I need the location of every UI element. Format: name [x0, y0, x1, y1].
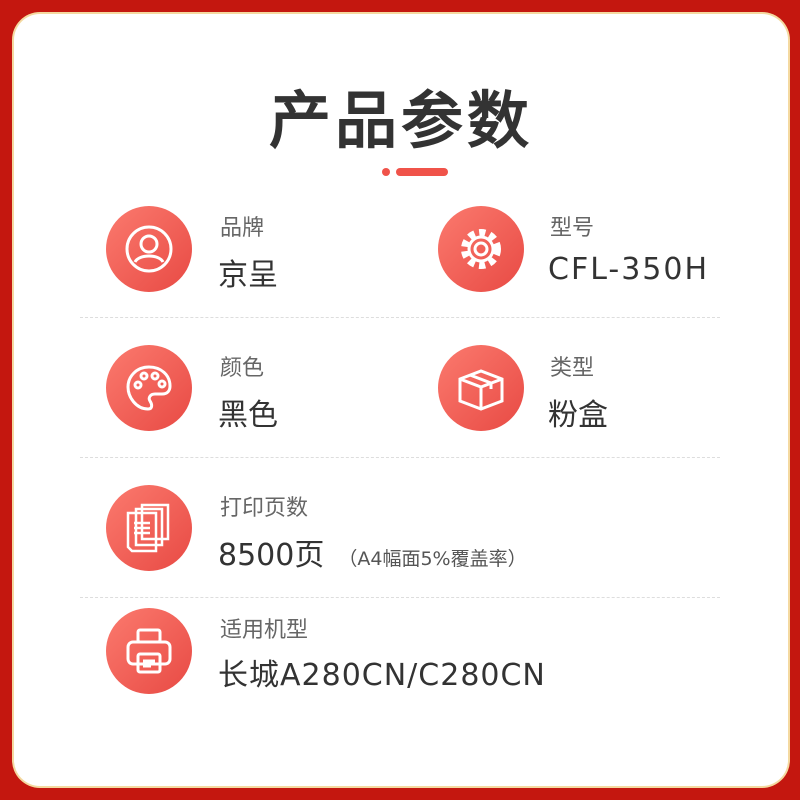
- divider: [80, 597, 720, 598]
- title-underline: [396, 168, 448, 176]
- page-title: 产品参数: [268, 84, 533, 157]
- divider: [80, 317, 720, 318]
- pages-icon: [106, 485, 192, 571]
- palette-icon: [106, 345, 192, 431]
- brand-value: 京呈: [218, 258, 278, 293]
- compatible-label: 适用机型: [220, 618, 309, 643]
- type-value: 粉盒: [548, 398, 608, 433]
- user-icon: [106, 206, 192, 292]
- brand-label: 品牌: [220, 216, 265, 241]
- compatible-value: 长城A280CN/C280CN: [218, 658, 546, 693]
- color-label: 颜色: [220, 356, 265, 381]
- type-label: 类型: [550, 356, 595, 381]
- coverage-note: （A4幅面5%覆盖率）: [338, 548, 527, 570]
- model-value: CFL-350H: [548, 252, 710, 287]
- gear-icon: [438, 206, 524, 292]
- printer-icon: [106, 608, 192, 694]
- pages-label: 打印页数: [220, 496, 309, 521]
- color-value: 黑色: [218, 398, 278, 433]
- model-label: 型号: [550, 216, 595, 241]
- title-dot: [382, 168, 390, 176]
- divider: [80, 457, 720, 458]
- box-icon: [438, 345, 524, 431]
- pages-value: 8500页（A4幅面5%覆盖率）: [218, 538, 527, 573]
